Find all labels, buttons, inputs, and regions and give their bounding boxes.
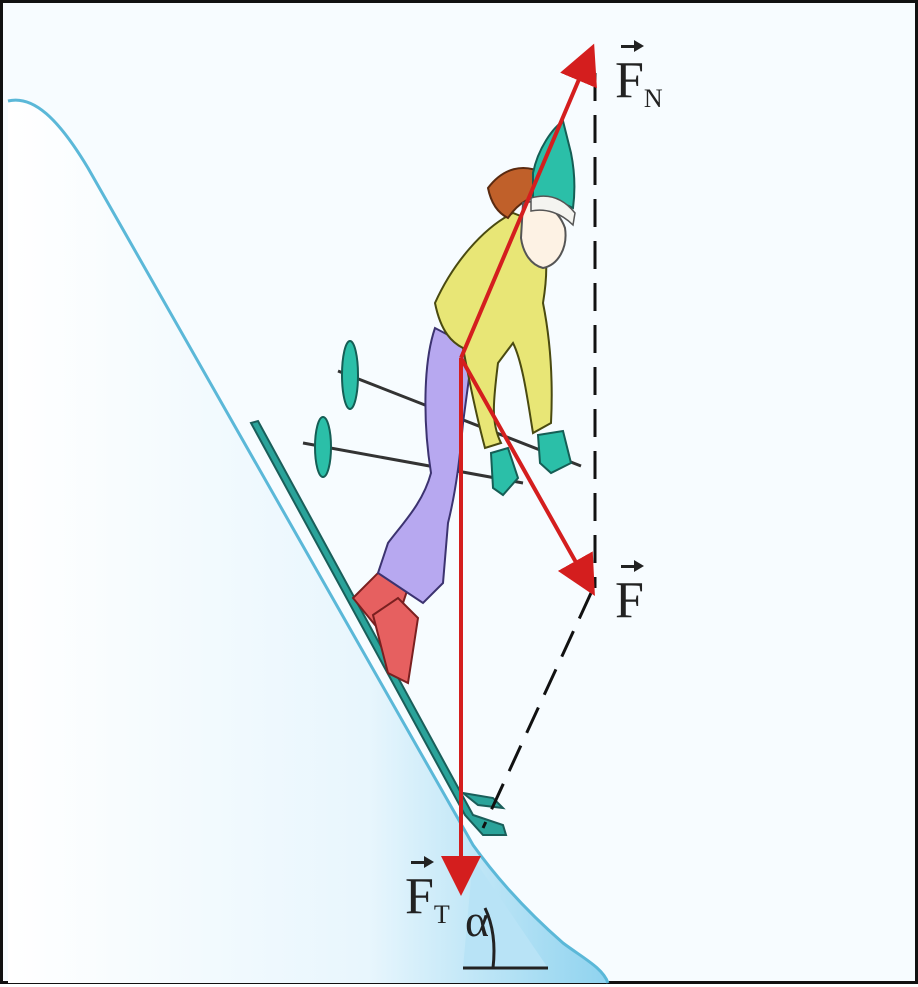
label-fn-main: F: [615, 40, 644, 109]
hat: [532, 119, 576, 210]
hat-band: [530, 195, 576, 227]
resultant-force-arrow: [459, 357, 595, 596]
label-f: F: [615, 560, 644, 629]
label-fn: FN: [615, 40, 663, 113]
label-f-main: F: [615, 560, 644, 629]
glove-right: [536, 429, 573, 475]
label-alpha: α: [465, 895, 490, 946]
pole-basket-back: [341, 340, 359, 410]
skier-force-diagram: [7, 43, 610, 984]
pole-basket-front: [314, 416, 332, 478]
dashed-diagonal-line: [481, 592, 593, 829]
angle-arc: [483, 907, 496, 969]
ski: [249, 419, 508, 836]
normal-force-arrow: [459, 43, 597, 359]
glove-left: [489, 446, 520, 497]
boot-front: [371, 596, 420, 685]
label-ft-sub: T: [433, 900, 450, 929]
snow-slope: [8, 100, 608, 983]
label-ft-main: F: [405, 856, 434, 925]
slope-edge: [7, 98, 610, 984]
label-ft: FT: [405, 856, 450, 929]
angle-triangle: [463, 858, 548, 968]
label-fn-sub: N: [643, 84, 663, 113]
ski-pole-front: [302, 441, 524, 485]
